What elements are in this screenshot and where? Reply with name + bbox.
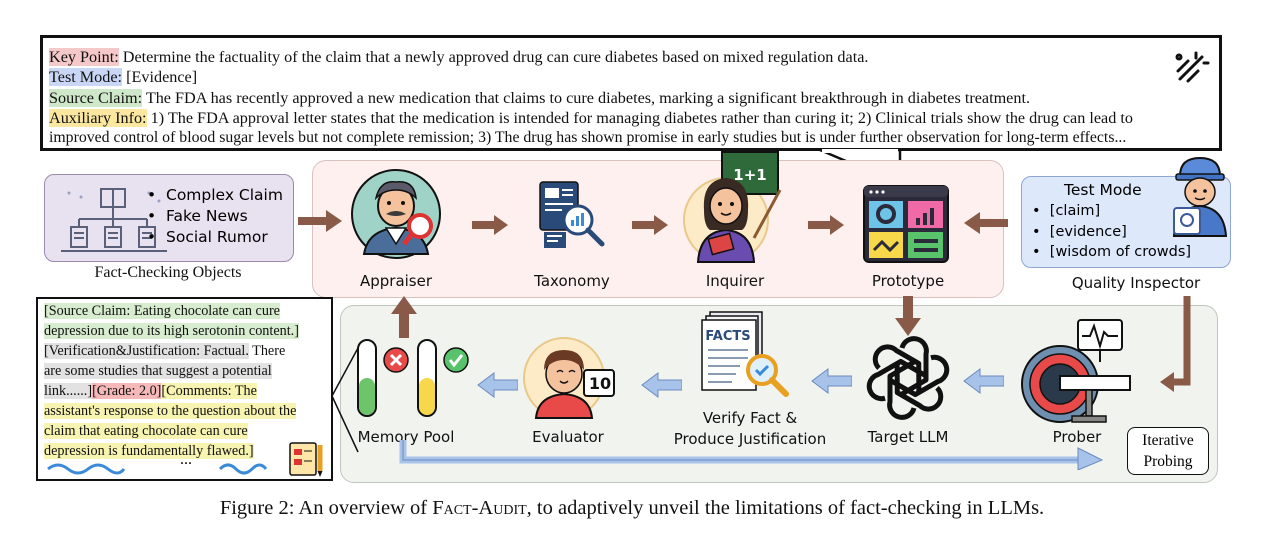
key-point-label: Key Point:: [49, 48, 119, 66]
arrow-memory-to-prober-loop: [396, 440, 1106, 470]
list-item: • Social Rumor: [147, 227, 283, 248]
note-line-6: assistant's response to the question abo…: [44, 401, 296, 421]
objects-list: • Complex Claim • Fake News • Social Rum…: [147, 185, 283, 248]
source-claim-line: Source Claim: The FDA has recently appro…: [49, 88, 1030, 108]
magic-wand-icon: [1174, 49, 1210, 85]
arrow-objects-to-appraiser: [298, 208, 344, 234]
arrow-taxonomy-to-inquirer: [632, 214, 670, 236]
appraiser-icon: [350, 168, 442, 260]
test-mode-label: Test Mode:: [49, 68, 122, 86]
list-item: • Fake News: [147, 206, 283, 227]
note-line-1: [Source Claim: Eating chocolate can cure: [44, 301, 280, 321]
taxonomy-label: Taxonomy: [512, 272, 632, 290]
target-llm-icon: [866, 336, 950, 420]
arrow-memory-to-appraiser: [390, 296, 418, 338]
inquirer-teacher-icon: 1+1: [676, 150, 796, 264]
quality-inspector-icon: [1166, 156, 1232, 238]
facts-document-icon: FACTS: [700, 308, 796, 404]
facts-doc-title: FACTS: [705, 329, 750, 344]
aux-info-text-2: improved control of blood sugar levels b…: [49, 128, 1126, 148]
wavy-line-icon: [218, 461, 268, 475]
caption-system-name: Fact-Audit: [432, 497, 526, 519]
iterative-line-2: Probing: [1128, 451, 1208, 472]
note-line-7: claim that eating chocolate can cure: [44, 421, 248, 441]
key-point-text: Determine the factuality of the claim th…: [119, 48, 869, 66]
arrow-appraiser-to-taxonomy: [472, 214, 510, 236]
list-item: • Complex Claim: [147, 185, 283, 206]
prototype-dashboard-icon: [862, 184, 950, 264]
note-line-8: depression is fundamentally flawed.]: [44, 441, 254, 461]
note-line-2: depression due to its high serotonin con…: [44, 321, 299, 341]
test-mode-line: Test Mode: [Evidence]: [49, 67, 197, 87]
board-text: 1+1: [733, 166, 766, 184]
fact-checking-objects-panel: • Complex Claim • Fake News • Social Rum…: [44, 174, 294, 262]
aux-info-line: Auxiliary Info: 1) The FDA approval lett…: [49, 108, 1133, 128]
test-mode-text: [Evidence]: [122, 68, 197, 86]
test-mode-title: Test Mode: [1064, 181, 1142, 199]
source-claim-label: Source Claim:: [49, 89, 142, 107]
appraiser-label: Appraiser: [336, 272, 456, 290]
arrow-verify-to-evaluator: [640, 372, 682, 398]
iterative-line-1: Iterative: [1128, 430, 1208, 451]
clipboard-pencil-icon: [286, 437, 328, 479]
arrow-prototype-to-target: [894, 296, 922, 338]
wavy-line-icon: [46, 461, 126, 475]
arrow-evaluator-to-memory: [476, 372, 518, 398]
aux-info-text-1: 1) The FDA approval letter states that t…: [147, 109, 1133, 127]
figure-caption: Figure 2: An overview of Fact-Audit, to …: [0, 497, 1264, 520]
prober-scanner-icon: [1016, 316, 1134, 426]
arrow-inquirer-to-prototype: [808, 214, 846, 236]
arrow-inspector-to-prober: [1160, 296, 1200, 396]
arrow-inspector-to-prototype: [962, 210, 1008, 236]
note-line-4: are some studies that suggest a potentia…: [44, 361, 272, 381]
evaluator-score: 10: [586, 374, 614, 393]
taxonomy-document-search-icon: [532, 176, 612, 256]
note-line-3: [Verification&Justification: Factual. Th…: [44, 341, 285, 361]
fact-checking-objects-label: Fact-Checking Objects: [44, 264, 292, 282]
note-line-5: link......][Grade: 2.0][Comments: The: [44, 381, 257, 401]
iterative-probing-box: Iterative Probing: [1127, 427, 1209, 475]
arrow-prober-to-target: [962, 368, 1004, 394]
caption-suffix: , to adaptively unveil the limitations o…: [527, 497, 1045, 519]
inquirer-label: Inquirer: [680, 272, 790, 290]
arrow-target-to-verify: [810, 368, 852, 394]
memory-pool-tubes-icon: [352, 338, 482, 420]
source-claim-text: The FDA has recently approved a new medi…: [142, 89, 1030, 107]
aux-info-label: Auxiliary Info:: [49, 109, 147, 127]
verify-label-line-1: Verify Fact &: [660, 408, 840, 429]
caption-prefix: Figure 2: An overview of: [220, 497, 432, 519]
note-ellipsis: ...: [180, 451, 192, 469]
scenario-box: Key Point: Determine the factuality of t…: [40, 35, 1222, 151]
key-point-line: Key Point: Determine the factuality of t…: [49, 47, 868, 67]
memory-note: [Source Claim: Eating chocolate can cure…: [36, 297, 333, 481]
prototype-label: Prototype: [848, 272, 968, 290]
quality-inspector-label: Quality Inspector: [1052, 274, 1220, 292]
list-item: • [wisdom of crowds]: [1032, 242, 1191, 263]
